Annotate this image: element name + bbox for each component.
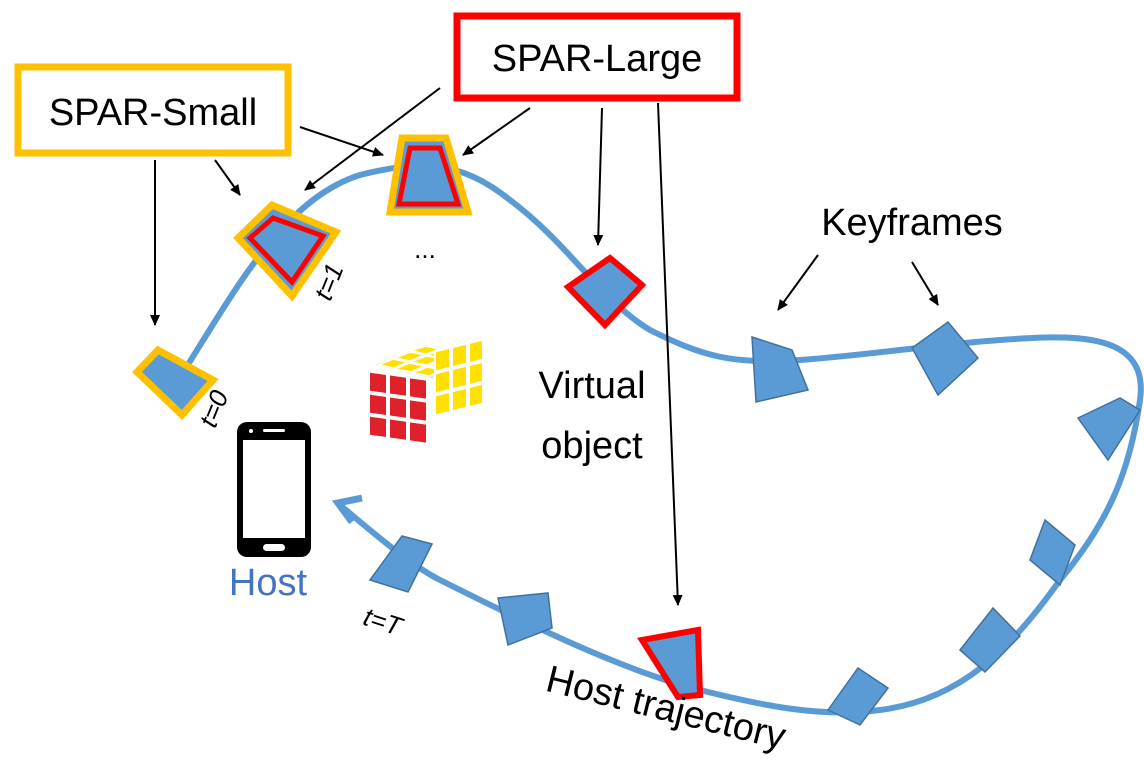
keyframe-icon (911, 320, 980, 397)
spar-large-keyframe-mid-inner (395, 145, 462, 207)
host-label: Host (229, 562, 308, 604)
rubiks-cube-icon (368, 338, 484, 445)
arrow-small-to-t1 (214, 159, 241, 196)
spar-keyframes (132, 134, 704, 701)
spar-small-box: SPAR-Small (14, 63, 292, 157)
spar-small-label: SPAR-Small (49, 92, 257, 134)
smartphone-icon (237, 422, 311, 557)
keyframes (368, 320, 1142, 726)
arrow-large-to-mid (462, 107, 531, 156)
spar-large-border (453, 12, 741, 102)
tT-label: t=T (360, 601, 408, 642)
virtual-object-label-line1: Virtual (538, 365, 645, 407)
arrow-small-to-mid (299, 126, 384, 157)
spar-large-box: SPAR-Large (453, 12, 741, 102)
ellipsis-label: ... (414, 234, 436, 264)
spar-large-keyframe-bottom (637, 626, 704, 701)
keyframe-icon (497, 592, 553, 647)
pointer-arrows (150, 87, 939, 606)
virtual-object-label-line2: object (541, 425, 643, 467)
arrow-large-to-t1 (304, 87, 441, 191)
spar-small-keyframe-t0 (132, 345, 219, 421)
keyframe-icon (751, 335, 810, 403)
arrow-large-to-bottom (657, 102, 683, 606)
keyframes-label: Keyframes (821, 202, 1003, 244)
arrow-keyframes-1 (777, 254, 819, 311)
trajectory-arrowhead-icon (331, 494, 363, 525)
keyframe-icon (1029, 518, 1076, 587)
spar-large-label: SPAR-Large (492, 38, 703, 80)
keyframe-icon (1076, 397, 1142, 462)
keyframe-icon (368, 535, 434, 593)
keyframe-icon (826, 666, 890, 726)
spar-small-border (14, 63, 292, 157)
arrow-large-to-right (593, 107, 604, 246)
arrow-keyframes-2 (911, 261, 939, 306)
keyframe-icon (958, 606, 1022, 674)
spar-large-keyframe-t1-inner (246, 215, 327, 286)
spar-large-keyframe-right (563, 254, 647, 330)
